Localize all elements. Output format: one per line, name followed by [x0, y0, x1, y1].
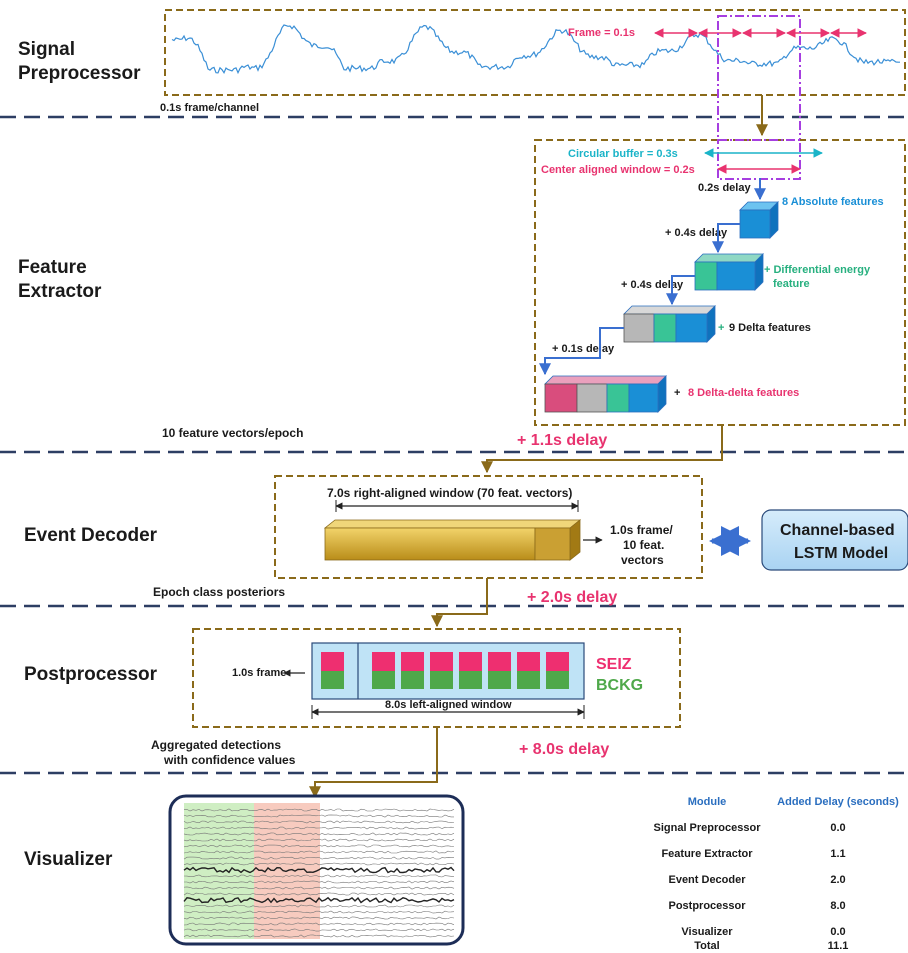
- section-title-signal-1: Signal: [18, 39, 75, 60]
- absolute-features-label: 8 Absolute features: [782, 196, 884, 208]
- table-cell-delay: 1.1: [830, 848, 845, 860]
- eeg-trace: [183, 866, 455, 874]
- flow-arrow: [431, 578, 488, 628]
- eeg-trace: [183, 886, 455, 890]
- eeg-trace: [183, 904, 455, 908]
- seiz-label: SEIZ: [596, 656, 632, 673]
- feature-total-delay: + 1.1s delay: [517, 432, 607, 449]
- event-window-label: 7.0s right-aligned window (70 feat. vect…: [327, 486, 572, 500]
- eeg-trace: [183, 928, 455, 932]
- eeg-trace: [183, 838, 455, 842]
- post-total-delay: + 8.0s delay: [519, 741, 609, 758]
- posterior-frames: [321, 652, 569, 689]
- table-header-delay: Added Delay (seconds): [777, 796, 899, 808]
- post-output-label-1: Aggregated detections: [151, 738, 281, 752]
- event-output-label: Epoch class posteriors: [153, 585, 285, 599]
- section-title-feature-1: Feature: [18, 257, 87, 278]
- table-header-module: Module: [688, 796, 727, 808]
- eeg-trace: [183, 856, 455, 860]
- eeg-trace: [183, 934, 455, 938]
- table-cell-delay: 0.0: [830, 926, 845, 938]
- event-frame-label-1: 1.0s frame/: [610, 523, 673, 537]
- lstm-label-2: LSTM Model: [794, 545, 888, 562]
- flow-arrow: [481, 425, 723, 474]
- differential-energy-label-1: + Differential energy: [764, 264, 871, 276]
- eeg-trace: [183, 892, 455, 896]
- table-cell-module: Event Decoder: [668, 874, 746, 886]
- section-title-visualizer: Visualizer: [24, 849, 113, 870]
- feature-output-label: 10 feature vectors/epoch: [162, 426, 303, 440]
- feature-vector-delta: [623, 305, 716, 343]
- eeg-trace: [183, 916, 455, 920]
- delta-delta-features-label: 8 Delta-delta features: [688, 387, 799, 399]
- post-output-label-2: with confidence values: [163, 753, 296, 767]
- delta-plus: +: [718, 322, 724, 334]
- flow-arrow: [309, 727, 438, 799]
- eeg-trace: [183, 844, 455, 848]
- event-frame-label-3: vectors: [621, 553, 664, 567]
- post-frame-label: 1.0s frame: [232, 667, 286, 679]
- table-cell-module: Feature Extractor: [661, 848, 753, 860]
- table-cell-module: Signal Preprocessor: [654, 822, 762, 834]
- post-window-label: 8.0s left-aligned window: [385, 699, 512, 711]
- flow-arrow-blue: [712, 223, 740, 254]
- eeg-trace: [183, 910, 455, 914]
- flow-arrow-blue: [539, 327, 624, 376]
- flow-arrow-blue: [666, 275, 695, 306]
- table-cell-delay: 2.0: [830, 874, 845, 886]
- feature-vector-differential: [694, 253, 764, 291]
- table-cell-delay: 0.0: [830, 822, 845, 834]
- section-title-feature-2: Extractor: [18, 281, 102, 302]
- eeg-trace: [183, 874, 455, 878]
- bckg-label: BCKG: [596, 677, 643, 694]
- eeg-trace: [183, 896, 455, 904]
- delay-label-4: + 0.1s delay: [552, 343, 615, 355]
- event-frame-label-2: 10 feat.: [623, 538, 664, 552]
- eeg-trace: [183, 922, 455, 926]
- eeg-traces: [183, 808, 455, 938]
- table-total-delay: 11.1: [828, 940, 849, 952]
- delta-delta-plus: +: [674, 387, 680, 399]
- section-title-event-decoder: Event Decoder: [24, 525, 158, 546]
- frame-label: Frame = 0.1s: [568, 27, 635, 39]
- signal-preprocessor-box: [164, 9, 906, 96]
- lstm-model-box: [761, 509, 908, 571]
- delay-table: Module Added Delay (seconds) Signal Prep…: [654, 796, 900, 952]
- event-total-delay: + 2.0s delay: [527, 589, 617, 606]
- lstm-label-1: Channel-based: [780, 522, 895, 539]
- eeg-trace: [183, 832, 455, 836]
- eeg-waveform: [171, 24, 900, 75]
- feature-window-bar: [323, 519, 582, 561]
- table-cell-module: Postprocessor: [668, 900, 746, 912]
- eeg-trace: [183, 850, 455, 854]
- eeg-trace: [183, 808, 455, 812]
- eeg-trace: [184, 880, 455, 884]
- delay-label-2: + 0.4s delay: [665, 227, 728, 239]
- table-total-label: Total: [694, 940, 719, 952]
- delay-label-3: + 0.4s delay: [621, 279, 684, 291]
- feature-vector-absolute: [739, 201, 779, 239]
- eeg-trace: [183, 826, 455, 830]
- feature-vector-delta-delta: [544, 375, 667, 413]
- differential-energy-label-2: feature: [773, 278, 810, 290]
- table-cell-module: Visualizer: [681, 926, 733, 938]
- section-title-signal-2: Preprocessor: [18, 63, 141, 84]
- circular-buffer-label: Circular buffer = 0.3s: [568, 148, 678, 160]
- center-window-label: Center aligned window = 0.2s: [541, 164, 695, 176]
- delta-features-label: 9 Delta features: [729, 322, 811, 334]
- table-cell-delay: 8.0: [830, 900, 845, 912]
- eeg-trace: [183, 862, 455, 866]
- eeg-trace: [183, 814, 454, 818]
- signal-output-label: 0.1s frame/channel: [160, 102, 259, 114]
- section-title-postprocessor: Postprocessor: [24, 664, 158, 685]
- delay-label-1: 0.2s delay: [698, 182, 751, 194]
- eeg-trace: [183, 820, 455, 824]
